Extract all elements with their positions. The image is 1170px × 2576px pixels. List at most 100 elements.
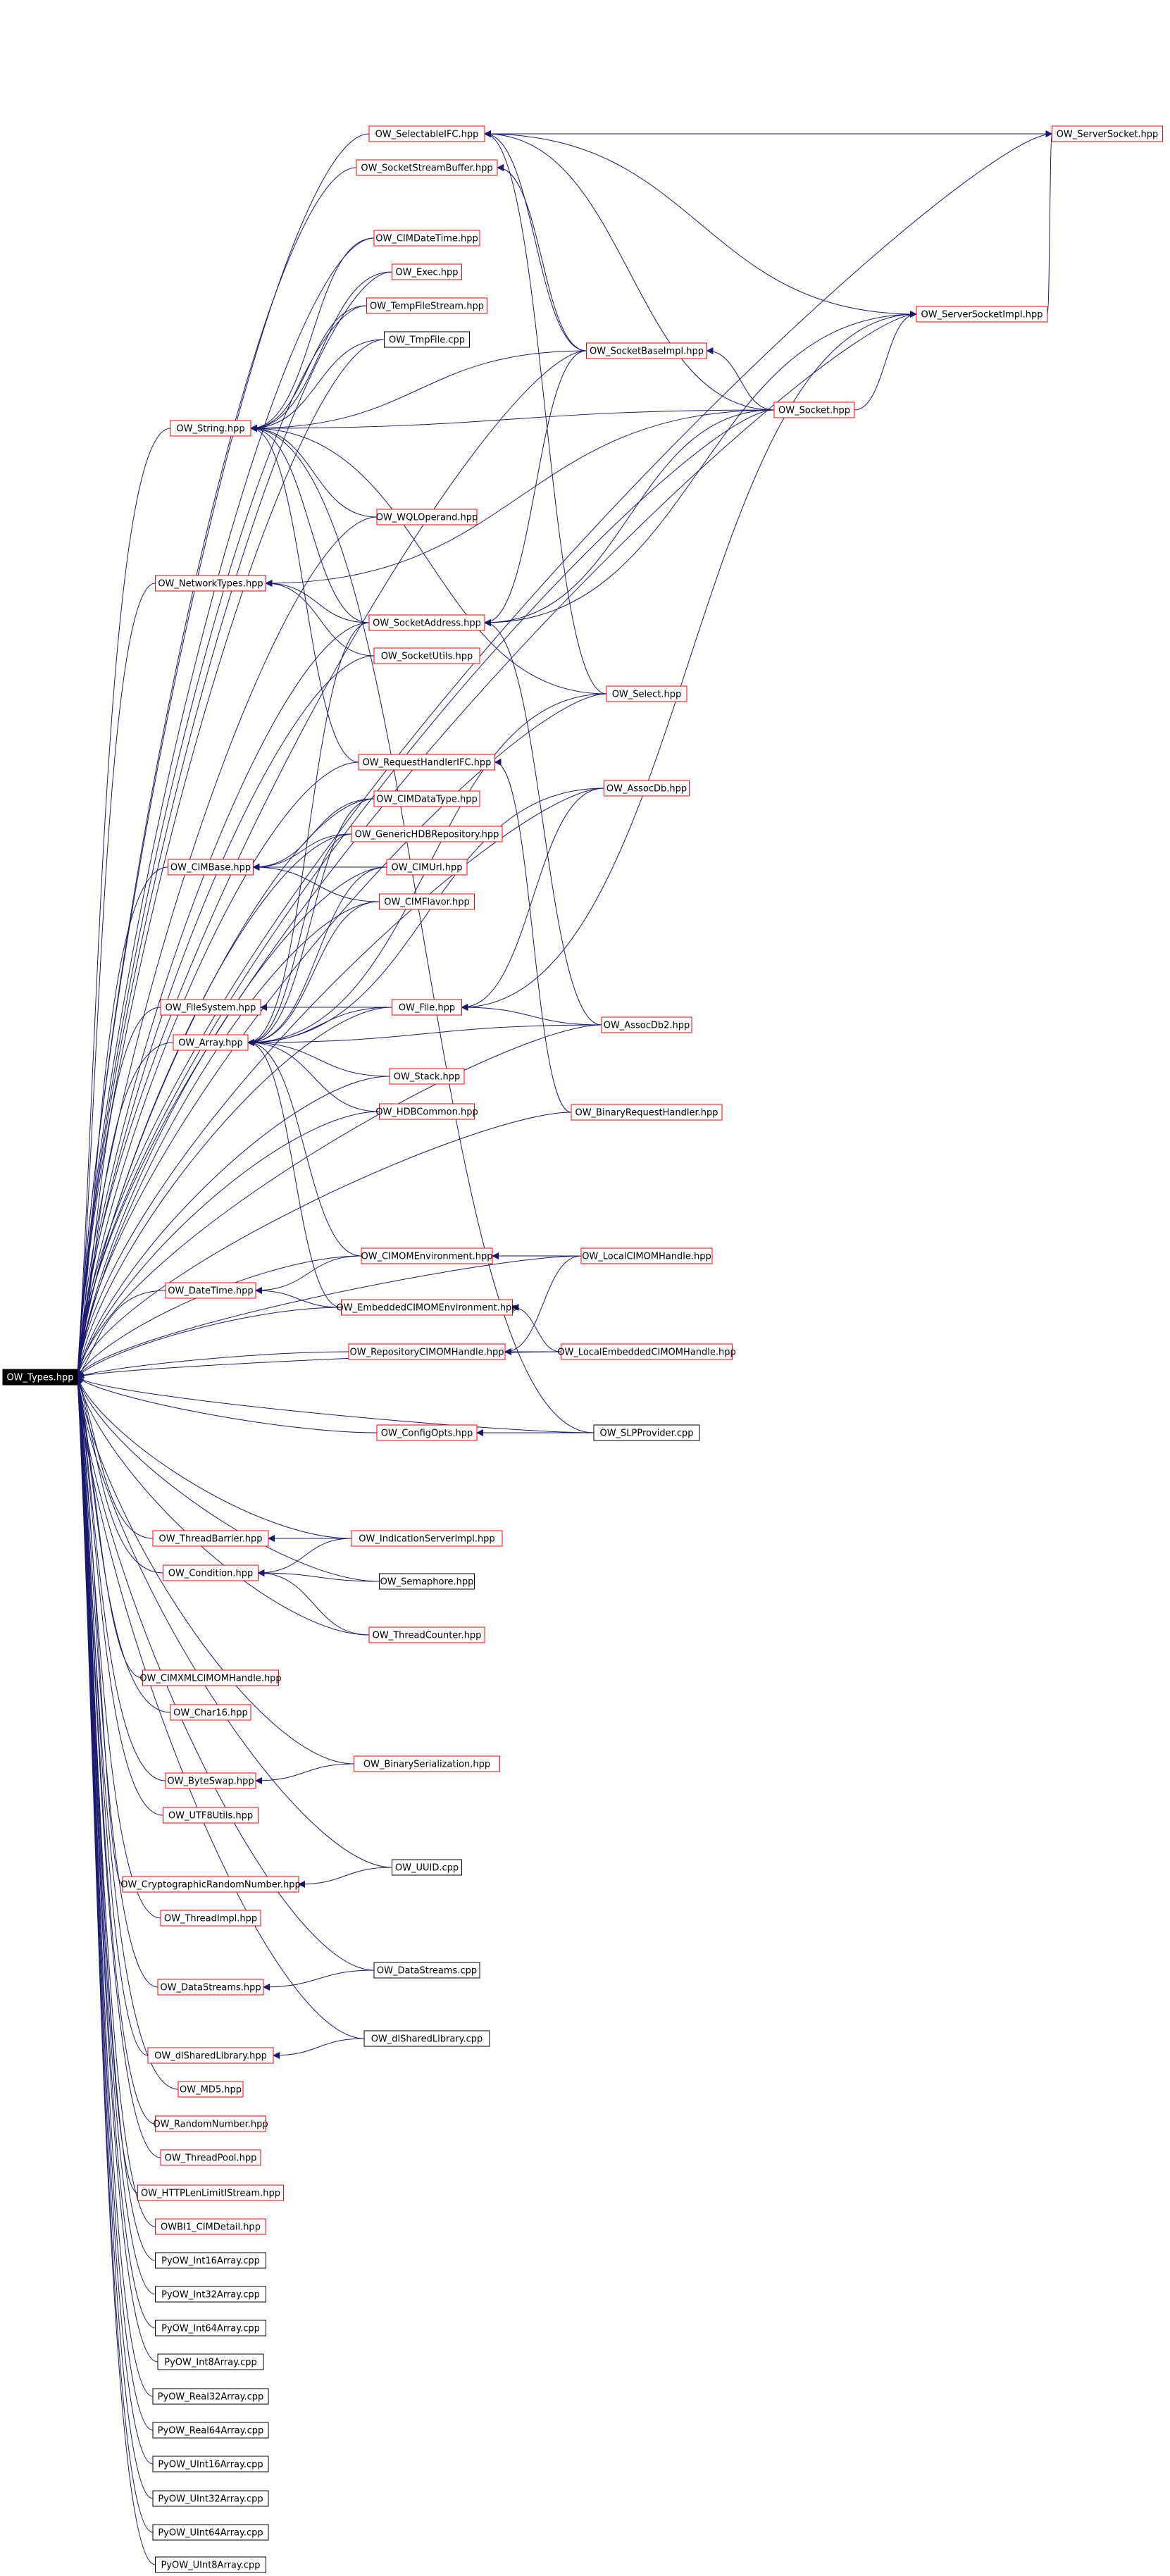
include-edge-cimdatetime-to-string: [250, 237, 375, 432]
node-label: OW_AssocDb.hpp: [606, 784, 687, 795]
include-edge-serversocketimpl-to-file: [461, 313, 917, 1011]
node-box: [165, 1772, 256, 1789]
node-box: [165, 1282, 256, 1299]
file-node-byteswap: OW_ByteSwap.hpp: [165, 1772, 256, 1789]
node-label: PyOW_UInt32Array.cpp: [158, 2494, 263, 2505]
include-edge-embeddedcimomenvironment-to-types: [77, 1307, 342, 1378]
include-edge-serversocket-to-types: [74, 133, 1052, 1378]
node-box: [152, 2388, 269, 2405]
file-node-semaphore: OW_Semaphore.hpp: [379, 1573, 475, 1590]
node-label: OW_UTF8Utils.hpp: [168, 1811, 253, 1822]
node-box: [916, 306, 1048, 323]
include-edge-hdbcommon-to-types: [75, 1111, 380, 1378]
node-box: [152, 1530, 269, 1547]
file-node-md5: OW_MD5.hpp: [178, 2081, 244, 2098]
file-node-cimbase: OW_CIMBase.hpp: [168, 859, 254, 876]
include-edge-localembeddedcimomhandle-to-embeddedcimomenvironment: [511, 1304, 561, 1352]
file-node-socketutils: OW_SocketUtils.hpp: [373, 647, 480, 664]
file-node-owbi1cimdetail: OWBI1_CIMDetail.hpp: [155, 2218, 266, 2235]
file-node-threadbarrier: OW_ThreadBarrier.hpp: [152, 1530, 269, 1547]
include-edge-repositorycimomhandle-to-types: [77, 1351, 349, 1379]
node-box: [351, 1530, 503, 1547]
node-label: OW_EmbeddedCIMOMEnvironment.hpp: [337, 1303, 518, 1314]
file-node-cimdatetime: OW_CIMDateTime.hpp: [373, 230, 480, 247]
node-label: PyOW_Real64Array.cpp: [158, 2426, 264, 2437]
include-edge-binaryrequesthandler-to-requesthandlerifc: [494, 759, 572, 1113]
root-node-box: [2, 1369, 78, 1386]
include-edge-socketbaseimpl-to-socketaddress: [484, 350, 587, 626]
file-node-requesthandlerifc: OW_RequestHandlerIFC.hpp: [359, 754, 495, 771]
include-edge-file-to-array: [247, 1007, 392, 1046]
file-node-randomnumber: OW_RandomNumber.hpp: [153, 2115, 268, 2132]
node-label: OW_File.hpp: [399, 1003, 455, 1014]
file-node-localcimomhandle: OW_LocalCIMOMHandle.hpp: [580, 1247, 713, 1264]
include-edge-cimurl-to-types: [75, 866, 387, 1378]
node-box: [155, 575, 266, 592]
file-node-serversocketimpl: OW_ServerSocketImpl.hpp: [916, 306, 1048, 323]
include-edge-networktypes-to-types: [74, 583, 156, 1378]
node-box: [379, 1103, 475, 1120]
file-node-embeddedcimomenvironment: OW_EmbeddedCIMOMEnvironment.hpp: [337, 1299, 518, 1316]
file-node-pyint64: PyOW_Int64Array.cpp: [155, 2320, 266, 2337]
file-node-wqloperand: OW_WQLOperand.hpp: [376, 509, 478, 525]
file-node-serversocket: OW_ServerSocket.hpp: [1052, 125, 1163, 142]
node-box: [152, 2456, 269, 2472]
node-label: OW_ByteSwap.hpp: [167, 1777, 254, 1787]
file-node-filesystem: OW_FileSystem.hpp: [160, 999, 261, 1016]
include-edge-assocdb2-to-file: [461, 1004, 602, 1026]
file-node-uuid: OW_UUID.cpp: [392, 1859, 462, 1876]
include-edge-select-to-selectablefc: [484, 130, 607, 695]
node-box: [386, 859, 468, 876]
include-edge-hdbcommon-to-array: [247, 1039, 380, 1112]
node-label: OW_ThreadPool.hpp: [165, 2153, 257, 2164]
node-box: [160, 1910, 261, 1927]
node-box: [384, 331, 470, 348]
edge-layer: [74, 130, 1053, 2565]
include-edge-cimflavor-to-array: [247, 901, 380, 1046]
file-node-indicationserverimpl: OW_IndicationServerImpl.hpp: [351, 1530, 503, 1547]
node-label: OW_CIMOMEnvironment.hpp: [361, 1252, 492, 1262]
include-edge-embeddedcimomenvironment-to-datetime: [255, 1287, 342, 1308]
file-node-char16: OW_Char16.hpp: [170, 1704, 251, 1721]
file-node-assocdb2: OW_AssocDb2.hpp: [601, 1016, 692, 1033]
file-node-pyuint64: PyOW_UInt64Array.cpp: [152, 2524, 269, 2541]
include-edge-tempfilestream-to-string: [250, 305, 367, 432]
node-label: OW_ThreadImpl.hpp: [164, 1914, 257, 1924]
node-box: [348, 1343, 506, 1360]
node-box: [373, 1962, 480, 1979]
include-edge-randomnumber-to-types: [74, 1376, 156, 2124]
include-edge-owbi1cimdetail-to-types: [74, 1376, 156, 2227]
node-label: OW_Semaphore.hpp: [380, 1577, 474, 1588]
include-edge-serversocketimpl-to-selectablefc: [484, 130, 917, 315]
node-box: [142, 1669, 279, 1686]
include-edge-pyint32-to-types: [74, 1376, 156, 2295]
file-node-cimxmlcimomhandle: OW_CIMXMLCIMOMHandle.hpp: [139, 1669, 282, 1686]
node-label: OW_ServerSocketImpl.hpp: [921, 310, 1043, 321]
file-node-cimurl: OW_CIMUrl.hpp: [386, 859, 468, 876]
file-node-string: OW_String.hpp: [170, 420, 251, 437]
node-box: [356, 159, 498, 176]
node-label: OW_CIMDataType.hpp: [376, 795, 478, 805]
file-node-pyreal64: PyOW_Real64Array.cpp: [152, 2422, 269, 2439]
include-edge-socket-to-serversocketimpl: [854, 311, 917, 411]
node-box: [361, 1247, 493, 1264]
file-node-datastreamscpp: OW_DataStreams.cpp: [373, 1962, 480, 1979]
include-edge-generichdbrepository-to-array: [247, 833, 352, 1046]
include-edge-tmpfile-to-types: [74, 339, 385, 1378]
node-box: [392, 263, 462, 280]
include-edge-exec-to-types: [74, 271, 392, 1378]
include-edge-pyint16-to-types: [74, 1376, 156, 2261]
node-label: OW_CIMDateTime.hpp: [375, 234, 478, 244]
node-box: [373, 230, 480, 247]
node-label: OW_SocketBaseImpl.hpp: [590, 347, 704, 357]
file-node-select: OW_Select.hpp: [606, 685, 687, 702]
file-node-tempfilestream: OW_TempFileStream.hpp: [366, 297, 487, 314]
include-edge-generichdbrepository-to-cimbase: [252, 833, 352, 871]
node-box: [368, 614, 485, 631]
include-edge-cimflavor-to-cimbase: [252, 864, 380, 902]
node-box: [155, 2286, 266, 2303]
node-label: OW_AssocDb2.hpp: [604, 1021, 690, 1031]
node-label: PyOW_Int16Array.cpp: [161, 2256, 260, 2267]
node-box: [178, 2081, 244, 2098]
include-edge-dlsharedlibrarycpp-to-types: [74, 1376, 365, 2039]
